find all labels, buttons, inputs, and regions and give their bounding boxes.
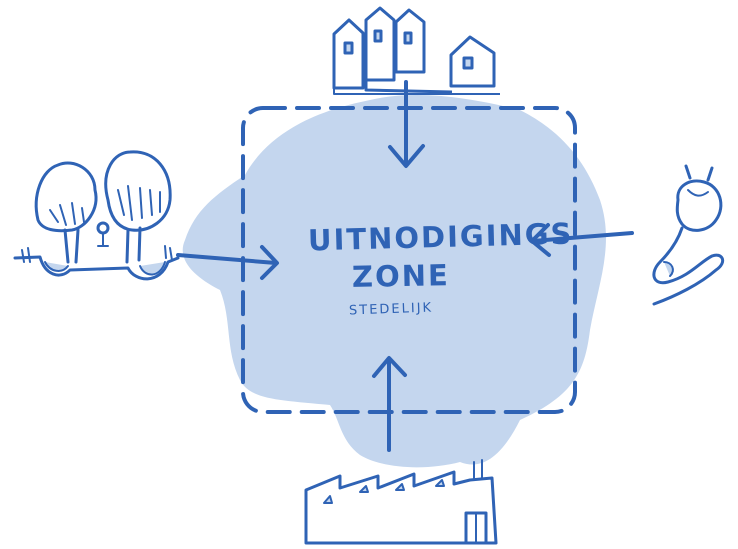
arrow-left-from-plug xyxy=(530,223,634,257)
trees-park-icon xyxy=(13,150,180,281)
power-plug-icon xyxy=(652,164,725,306)
houses-icon xyxy=(332,6,500,95)
factory-icon xyxy=(304,459,498,545)
zone-title-line-2: ZONE xyxy=(351,258,451,294)
arrow-down-from-houses xyxy=(388,80,425,168)
arrow-up-from-factory xyxy=(372,356,407,452)
zone-title-line-1: UITNODIGINGS xyxy=(307,216,574,258)
arrow-right-from-trees xyxy=(176,245,279,280)
zone-subtitle: STEDELIJK xyxy=(348,300,434,319)
zone-blob xyxy=(182,94,606,468)
